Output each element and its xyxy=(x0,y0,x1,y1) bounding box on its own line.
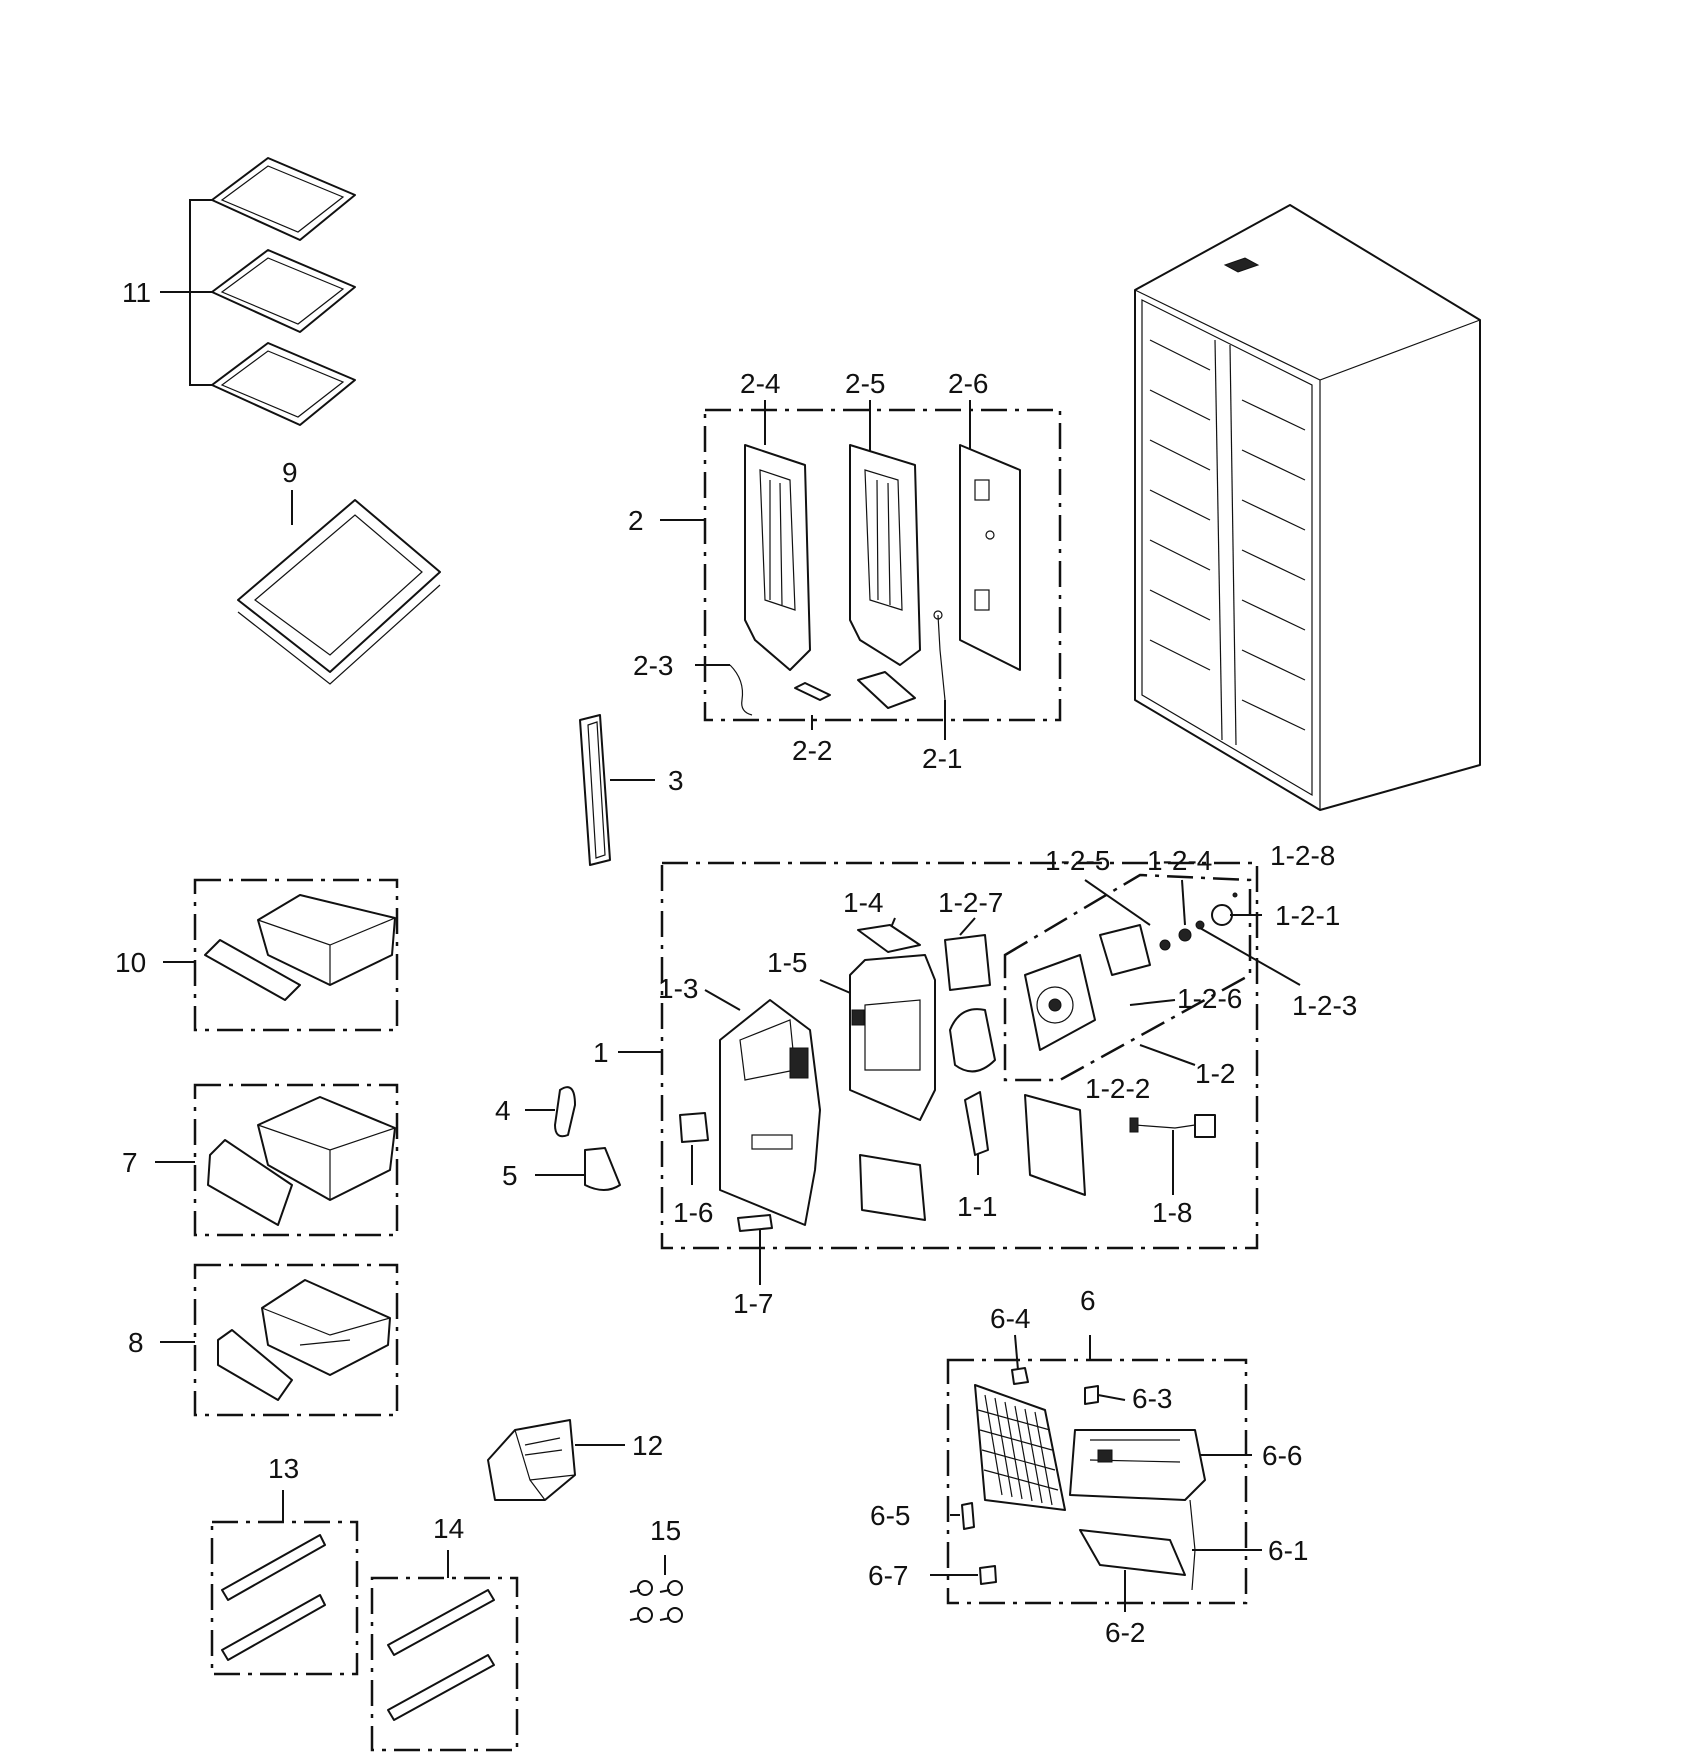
part-14-rails-group: 14 xyxy=(370,1513,519,1752)
label-1-7: 1-7 xyxy=(733,1288,773,1319)
part-1-fan-assembly-group: 1 1-3 1-5 1-4 1-2-7 1-1 xyxy=(593,840,1357,1319)
label-4: 4 xyxy=(495,1095,511,1126)
label-11: 11 xyxy=(122,277,151,308)
part-2-5-cover xyxy=(849,444,921,666)
label-1-6: 1-6 xyxy=(673,1197,713,1228)
label-6-3: 6-3 xyxy=(1132,1383,1172,1414)
part-6-1-fuse xyxy=(1189,1499,1196,1591)
label-1-2-6: 1-2-6 xyxy=(1177,983,1242,1014)
part-6-6-heater-cover xyxy=(1069,1429,1206,1501)
label-1-4: 1-4 xyxy=(843,887,883,918)
part-6-5-clip xyxy=(961,1502,975,1530)
part-10-drawer-group: 10 xyxy=(115,878,399,1032)
part-1-7-label xyxy=(737,1214,773,1232)
part-6-2-heater xyxy=(1079,1529,1186,1576)
label-1-3: 1-3 xyxy=(658,973,698,1004)
label-6-6: 6-6 xyxy=(1262,1440,1302,1471)
label-2-1: 2-1 xyxy=(922,743,962,774)
part-11-shelves: 11 xyxy=(122,157,356,426)
part-1-8-harness xyxy=(1129,1114,1216,1138)
part-9-crisper-cover: 9 xyxy=(237,457,441,685)
part-1-lower-plate xyxy=(859,1154,926,1221)
label-1-2-2: 1-2-2 xyxy=(1085,1073,1150,1104)
label-1: 1 xyxy=(593,1037,609,1068)
shelf-11-c xyxy=(211,342,356,426)
part-1-1-damper xyxy=(964,1091,989,1156)
part-4-clip: 4 xyxy=(495,1086,576,1138)
label-15: 15 xyxy=(650,1515,681,1546)
part-6-7-clip xyxy=(979,1565,997,1585)
label-6-7: 6-7 xyxy=(868,1560,908,1591)
part-6-3-clip xyxy=(1084,1385,1099,1405)
label-1-2-4: 1-2-4 xyxy=(1147,845,1212,876)
label-14: 14 xyxy=(433,1513,464,1544)
refrigerator-cabinet xyxy=(1134,204,1481,811)
label-6-2: 6-2 xyxy=(1105,1617,1145,1648)
part-12-ice-maker: 12 xyxy=(487,1419,663,1501)
part-2-4-cover xyxy=(744,444,811,671)
label-1-2: 1-2 xyxy=(1195,1058,1235,1089)
label-3: 3 xyxy=(668,765,684,796)
part-6-evaporator-coil xyxy=(974,1384,1066,1511)
part-6-evaporator-group: 6 6-4 6-3 6-6 6-5 6-1 xyxy=(868,1285,1308,1648)
part-2-6-panel xyxy=(959,444,1021,671)
part-5-cup: 5 xyxy=(502,1147,621,1191)
label-1-1: 1-1 xyxy=(957,1191,997,1222)
label-1-5: 1-5 xyxy=(767,947,807,978)
label-1-2-5: 1-2-5 xyxy=(1045,845,1110,876)
label-2-6: 2-6 xyxy=(948,368,988,399)
part-1-2-fan-motor-group xyxy=(1003,873,1252,1082)
label-2-3: 2-3 xyxy=(633,650,673,681)
label-7: 7 xyxy=(122,1147,138,1178)
label-1-2-7: 1-2-7 xyxy=(938,887,1003,918)
label-1-2-1: 1-2-1 xyxy=(1275,900,1340,931)
part-13-rails-group: 13 xyxy=(210,1453,359,1676)
label-2-5: 2-5 xyxy=(845,368,885,399)
part-2-5-tray xyxy=(857,671,916,709)
part-2-2-clip xyxy=(794,682,831,701)
part-2-3-wire xyxy=(729,664,753,716)
part-1-2-7-bracket xyxy=(944,934,991,991)
part-6-4-clamp xyxy=(1011,1367,1029,1385)
label-1-8: 1-8 xyxy=(1152,1197,1192,1228)
part-1-6-cap xyxy=(679,1112,709,1143)
label-6-1: 6-1 xyxy=(1268,1535,1308,1566)
part-2-evaporator-cover-group: 2 2-4 2-5 2-6 2-3 xyxy=(628,368,1062,774)
label-8: 8 xyxy=(128,1327,144,1358)
part-1-3-panel xyxy=(719,999,821,1226)
part-7-drawer-group: 7 xyxy=(122,1083,399,1237)
part-1-5-housing xyxy=(849,954,936,1121)
shelf-11-a xyxy=(211,157,356,241)
label-1-2-3: 1-2-3 xyxy=(1292,990,1357,1021)
shelf-11-b xyxy=(211,249,356,333)
label-1-2-8: 1-2-8 xyxy=(1270,840,1335,871)
label-12: 12 xyxy=(632,1430,663,1461)
part-1-4-filter xyxy=(857,924,921,953)
label-6: 6 xyxy=(1080,1285,1096,1316)
label-6-4: 6-4 xyxy=(990,1303,1030,1334)
part-2-1-sensor xyxy=(937,614,946,701)
part-8-drawer-group: 8 xyxy=(128,1263,399,1417)
label-6-5: 6-5 xyxy=(870,1500,910,1531)
label-9: 9 xyxy=(282,457,298,488)
part-15-screws: 15 xyxy=(629,1515,683,1623)
label-2: 2 xyxy=(628,505,644,536)
label-5: 5 xyxy=(502,1160,518,1191)
label-2-2: 2-2 xyxy=(792,735,832,766)
part-1-2-2-cover xyxy=(1024,1094,1086,1196)
part-3-duct: 3 xyxy=(579,714,684,866)
label-13: 13 xyxy=(268,1453,299,1484)
part-1-shroud xyxy=(949,1008,996,1073)
label-10: 10 xyxy=(115,947,146,978)
label-2-4: 2-4 xyxy=(740,368,780,399)
